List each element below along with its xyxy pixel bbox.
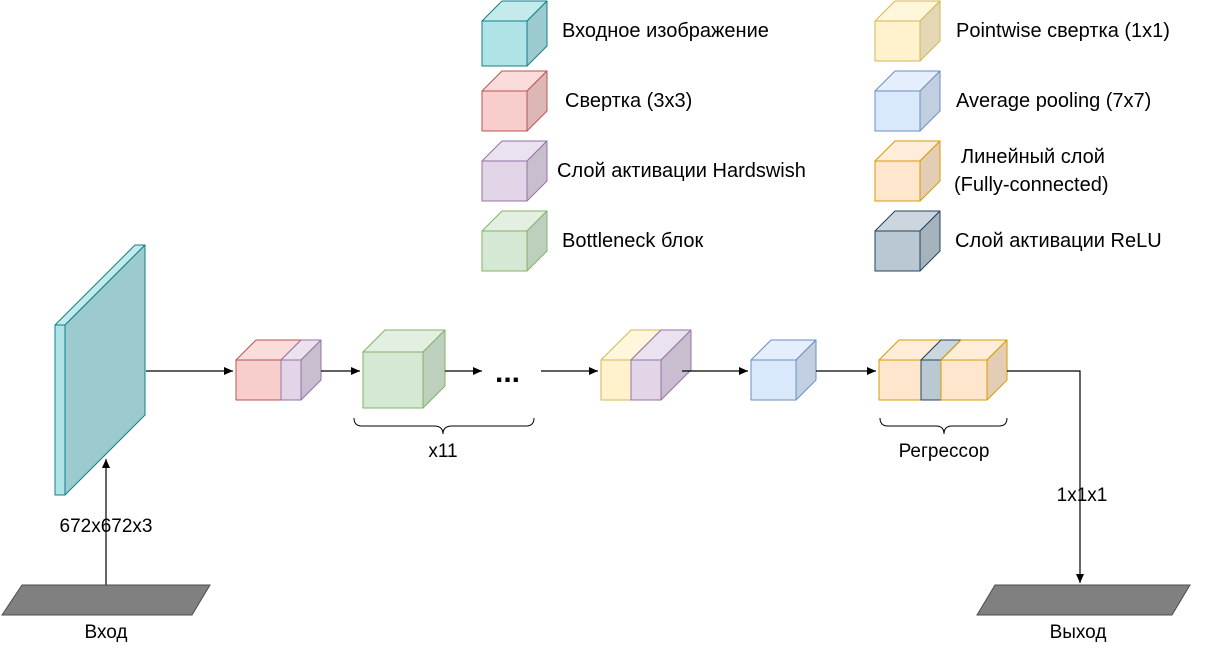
cube-front-face [874,230,921,272]
cube-front-face [280,359,302,401]
input-block [1,584,211,616]
legend: Входное изображение Свертка (3x3) Слой а… [481,0,1170,272]
cube-front-face [481,230,528,272]
legend-hardswish-label: Слой активации Hardswish [557,160,806,182]
cube-front-face [940,359,988,401]
bottleneck-block [362,329,446,409]
legend-relu-cube [874,210,941,272]
cube-front-face [878,359,922,401]
regressor-brace [879,417,1008,435]
cube-front-face [481,90,528,132]
cube-front-face [362,351,424,409]
legend-avg-pool-label: Average pooling (7x7) [956,90,1151,112]
repeat-label: x11 [428,441,457,462]
legend-linear-cube [874,140,941,202]
regressor-label: Регрессор [899,441,990,462]
ellipsis: ... [495,356,520,389]
output-arrow [1007,370,1084,583]
cube-front-face [874,160,921,202]
output-label: Выход [1050,622,1107,643]
repeat-brace [353,417,535,435]
output-dims-label: 1x1x1 [1057,485,1108,506]
legend-bottleneck-cube [481,210,548,272]
legend-input-image-cube [481,0,548,67]
legend-relu-label: Слой активации ReLU [955,230,1162,252]
legend-input-image-label: Входное изображение [562,20,769,42]
legend-avg-pool-cube [874,70,941,132]
cube-front-face [920,359,942,401]
avg-pool-block [750,339,817,401]
cube-front-face [600,359,632,401]
legend-pointwise-cube [874,0,941,62]
legend-conv-cube [481,70,548,132]
legend-linear-label-line2: (Fully-connected) [954,174,1109,196]
legend-conv-label: Свертка (3x3) [565,90,692,112]
legend-bottleneck-label: Bottleneck блок [562,230,704,252]
legend-hardswish-cube [481,140,548,202]
pipeline: 672x672x3 Вход ... x11 Регрессор [1,244,1191,643]
cube-front-face [235,359,282,401]
legend-linear-label-line1: Линейный слой [961,146,1105,168]
input-image-slab [54,244,146,496]
hardswish-block [280,339,322,401]
cube-front-face [481,160,528,202]
input-label: Вход [85,622,128,643]
cube-front-face [750,359,797,401]
cube-front-face [481,20,528,67]
regressor-linear-2 [940,339,1008,401]
cube-front-face [874,20,921,62]
cube-front-face [630,359,662,401]
output-block [976,584,1191,616]
legend-pointwise-label: Pointwise свертка (1x1) [956,20,1170,42]
cube-front-face [874,90,921,132]
cube-front-face [54,324,66,496]
hardswish-block-2 [630,329,692,401]
input-dims-label: 672x672x3 [60,516,153,537]
